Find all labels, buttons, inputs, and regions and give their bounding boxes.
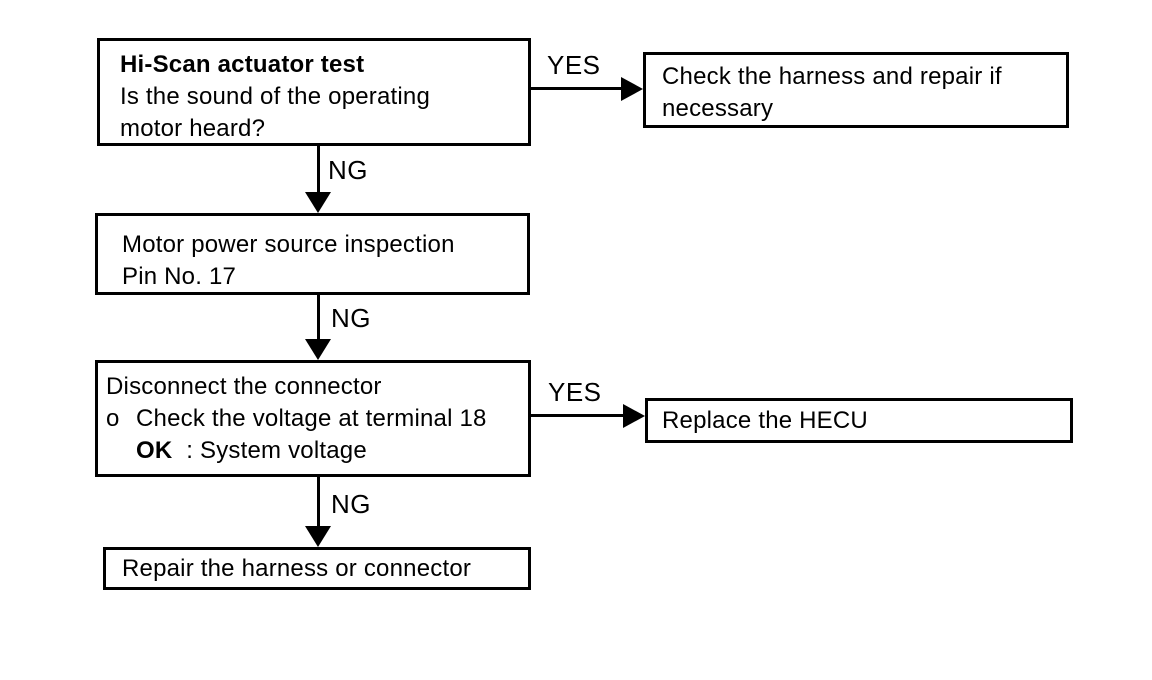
arrow-ng-top-line xyxy=(317,146,320,194)
node-disconnect-line2-row: o Check the voltage at terminal 18 xyxy=(106,403,524,435)
node-check-harness-line2: necessary xyxy=(662,95,774,122)
label-ng-bottom: NG xyxy=(331,489,371,519)
node-motor-power-line2: Pin No. 17 xyxy=(122,263,237,290)
arrow-ng-mid-line xyxy=(317,295,320,340)
node-hiscan-title: Hi-Scan actuator test xyxy=(120,51,365,78)
label-yes-top: YES xyxy=(547,50,601,80)
label-yes-mid: YES xyxy=(548,377,602,407)
flowchart-node-check-harness: Check the harness and repair if necessar… xyxy=(643,52,1069,128)
flowchart-node-disconnect-connector: Disconnect the connector o Check the vol… xyxy=(95,360,531,477)
flowchart-node-repair-harness: Repair the harness or connector xyxy=(103,547,531,590)
label-ng-top: NG xyxy=(328,155,368,185)
node-disconnect-bullet: o xyxy=(106,405,120,432)
arrow-ng-mid-head-icon xyxy=(305,339,331,360)
node-hiscan-line1: Is the sound of the operating xyxy=(120,83,431,110)
flowchart-node-motor-power: Motor power source inspection Pin No. 17 xyxy=(95,213,530,295)
flowchart-node-replace-hecu: Replace the HECU xyxy=(645,398,1073,443)
arrow-yes-top-head-icon xyxy=(621,77,643,101)
arrow-ng-bottom-head-icon xyxy=(305,526,331,547)
arrow-yes-mid-head-icon xyxy=(623,404,645,428)
node-disconnect-ok-row: OK : System voltage xyxy=(106,435,524,467)
flowchart-node-hiscan-test: Hi-Scan actuator test Is the sound of th… xyxy=(97,38,531,146)
node-hiscan-line2: motor heard? xyxy=(120,115,266,142)
arrow-yes-top-line xyxy=(531,87,623,90)
node-check-harness-line1: Check the harness and repair if xyxy=(662,63,1002,90)
node-disconnect-line1: Disconnect the connector xyxy=(106,373,382,400)
node-repair-harness-text: Repair the harness or connector xyxy=(122,554,472,582)
node-disconnect-line2: Check the voltage at terminal 18 xyxy=(136,405,487,432)
arrow-ng-top-head-icon xyxy=(305,192,331,213)
node-replace-hecu-text: Replace the HECU xyxy=(662,406,868,434)
arrow-yes-mid-line xyxy=(531,414,625,417)
node-motor-power-line1: Motor power source inspection xyxy=(122,231,455,258)
label-ng-mid: NG xyxy=(331,303,371,333)
node-disconnect-ok-text: : System voltage xyxy=(186,437,367,464)
node-disconnect-ok-label: OK xyxy=(136,437,173,464)
arrow-ng-bottom-line xyxy=(317,477,320,527)
